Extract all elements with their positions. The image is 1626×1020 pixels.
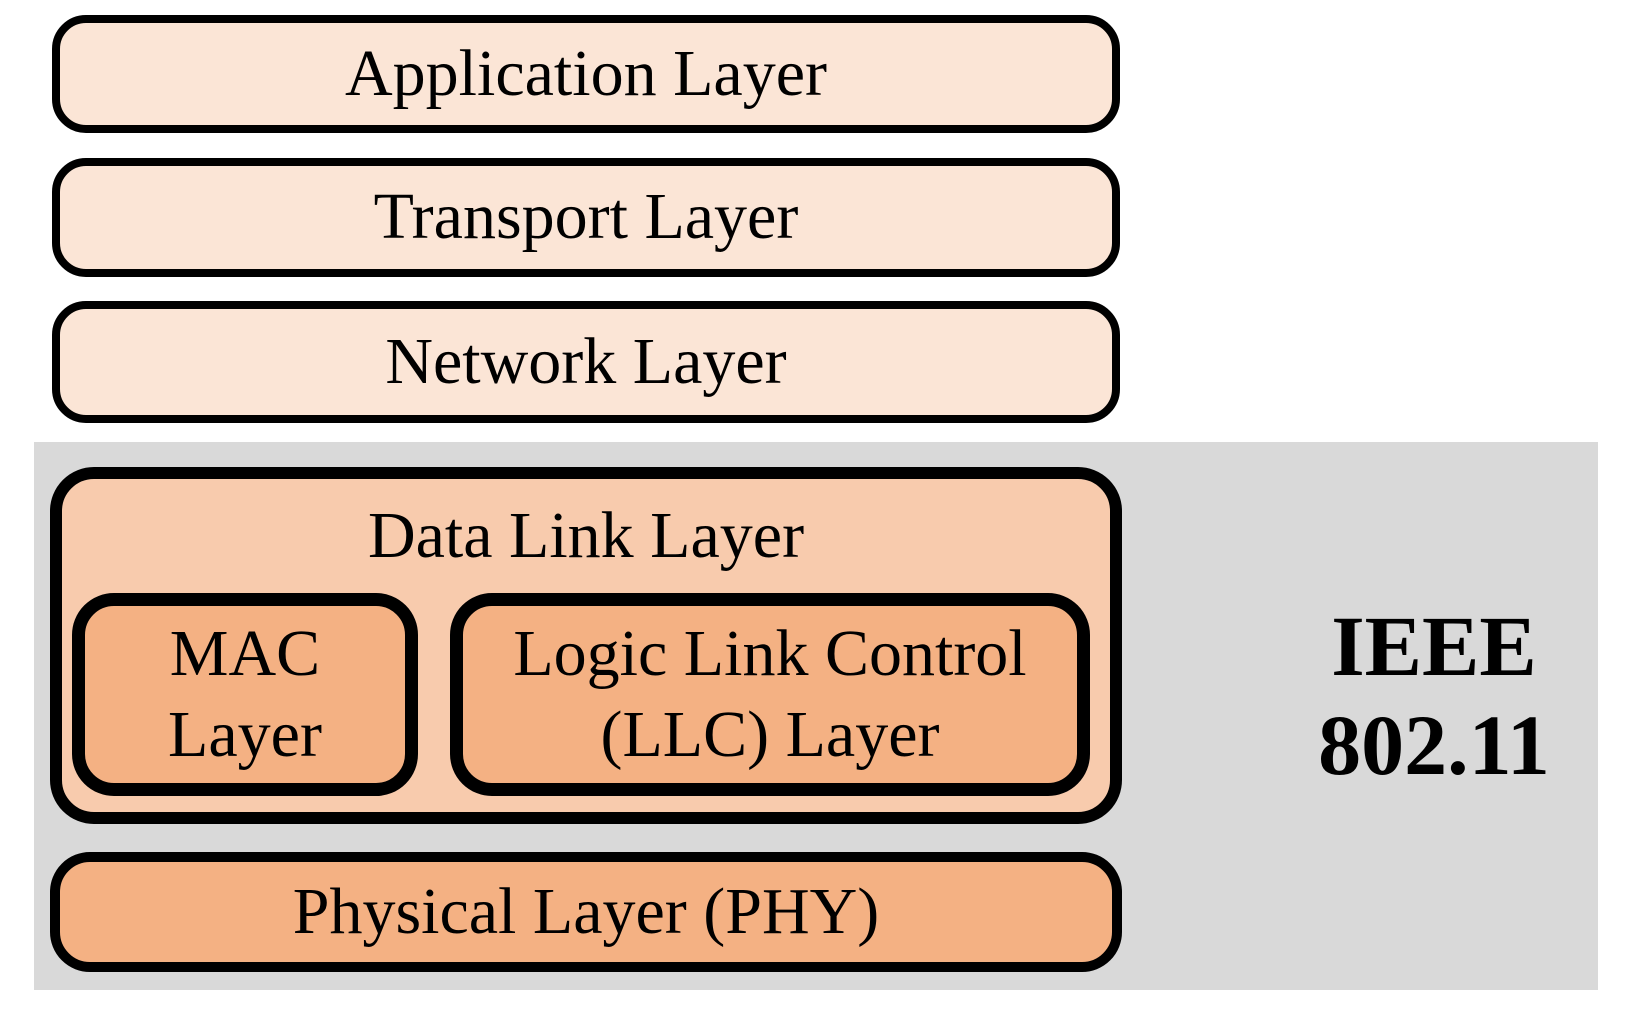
network-layer-label: Network Layer [385, 324, 787, 398]
llc-layer-label: Logic Link Control (LLC) Layer [513, 616, 1027, 771]
data-link-layer-label: Data Link Layer [367, 498, 805, 572]
physical-layer-label: Physical Layer (PHY) [292, 874, 880, 948]
mac-layer-box: MAC Layer [72, 593, 418, 796]
application-layer-box: Application Layer [52, 15, 1120, 133]
transport-layer-box: Transport Layer [52, 158, 1120, 277]
transport-layer-label: Transport Layer [373, 180, 799, 254]
application-layer-label: Application Layer [345, 36, 827, 110]
ieee-802-11-label: IEEE 802.11 [1318, 598, 1550, 793]
data-link-layer-title: Data Link Layer [62, 479, 1110, 593]
network-layer-box: Network Layer [52, 301, 1120, 423]
mac-layer-label: MAC Layer [168, 616, 322, 771]
llc-layer-box: Logic Link Control (LLC) Layer [450, 593, 1090, 796]
physical-layer-box: Physical Layer (PHY) [50, 852, 1122, 972]
data-link-layer-box: Data Link Layer MAC Layer Logic Link Con… [50, 467, 1122, 824]
